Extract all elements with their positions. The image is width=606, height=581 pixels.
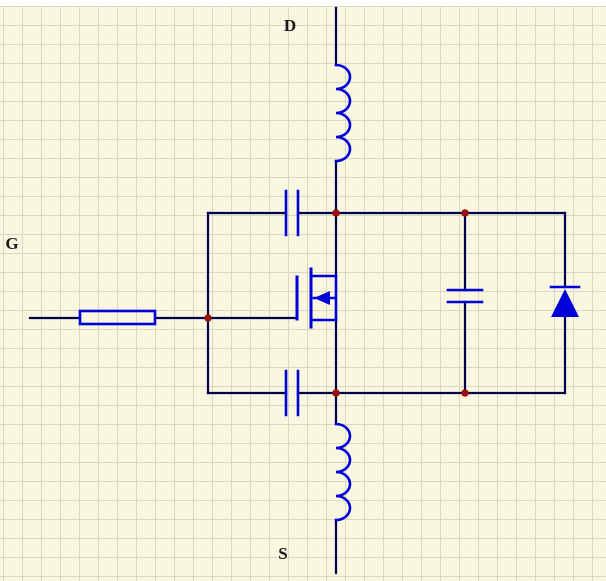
junction-dot [461, 389, 469, 397]
power-mosfet [295, 267, 338, 329]
components [78, 63, 581, 522]
junction-dot [332, 209, 340, 217]
gate-bottom-capacitor [284, 369, 300, 417]
drain-source-capacitor [446, 288, 484, 304]
diode-triangle [551, 289, 579, 317]
mosfet-arrow [314, 291, 330, 305]
bottom-inductor [334, 422, 352, 522]
gate-terminal-label: G [5, 234, 18, 253]
junction-dot [461, 209, 469, 217]
wires [28, 6, 567, 575]
page-top-margin [0, 0, 606, 6]
terminal-labels: D G S [5, 16, 296, 563]
junction-dot [332, 389, 340, 397]
top-inductor [334, 63, 352, 163]
protection-diode [549, 285, 581, 317]
gate-resistor [78, 309, 157, 326]
source-terminal-label: S [278, 544, 287, 563]
junction-dot [204, 314, 212, 322]
drain-terminal-label: D [284, 16, 296, 35]
junction-dots [204, 209, 469, 397]
gate-top-capacitor [284, 189, 300, 237]
